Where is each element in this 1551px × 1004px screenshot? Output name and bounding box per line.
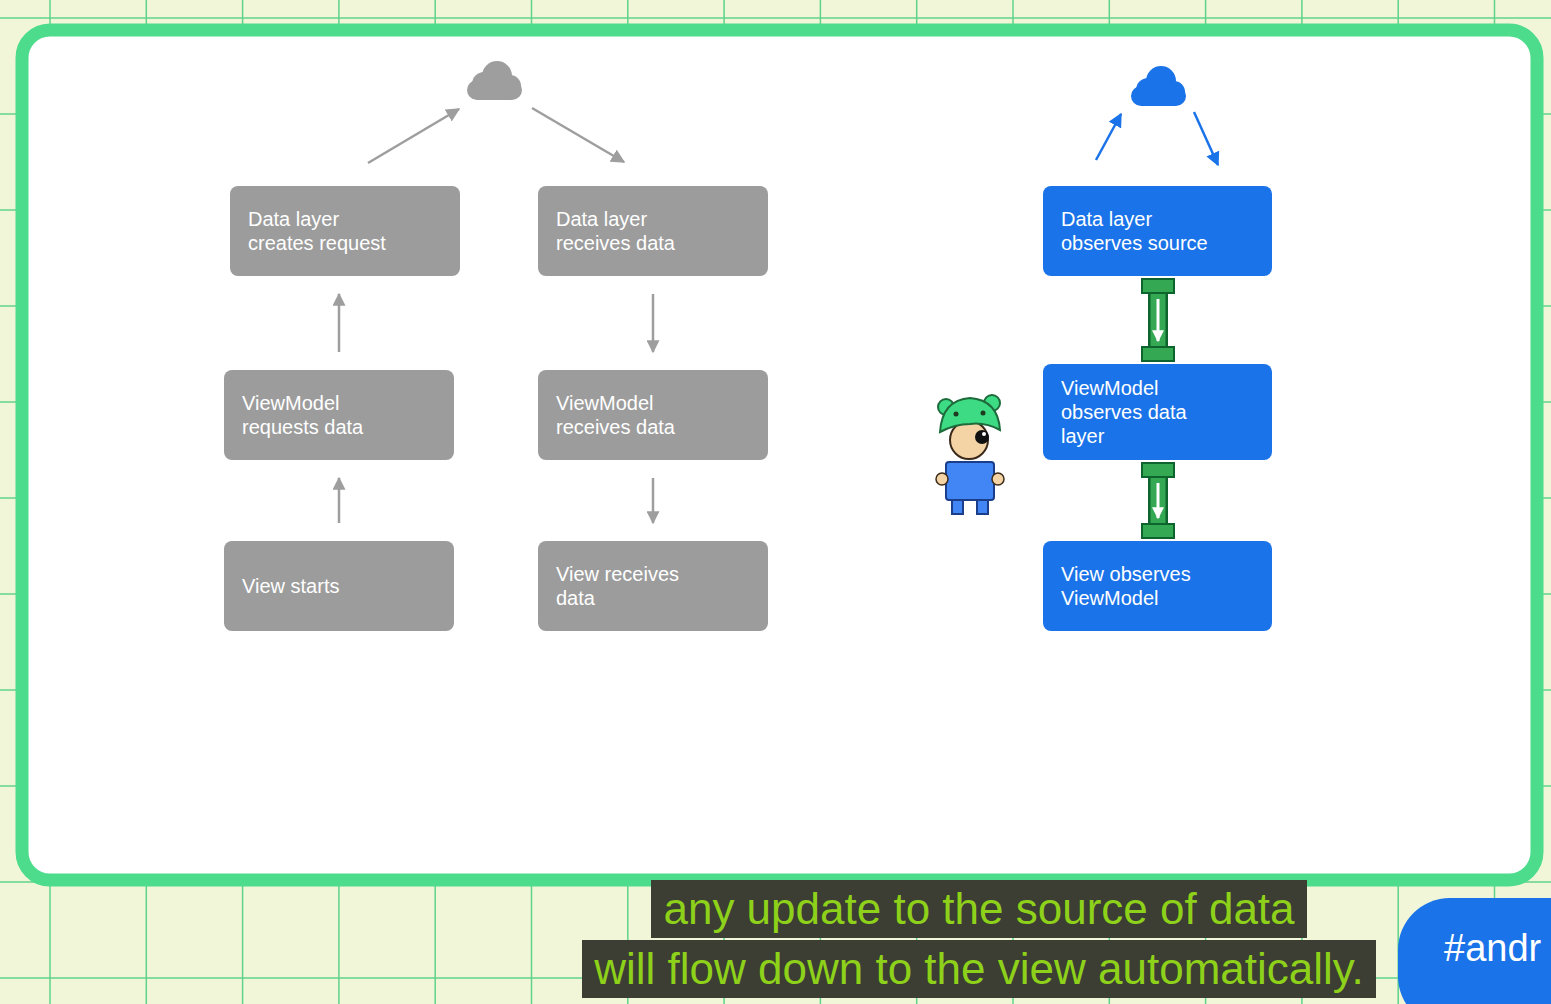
flow-arrow bbox=[1157, 483, 1160, 518]
flow-arrow bbox=[1157, 299, 1160, 341]
arrow-line bbox=[338, 294, 341, 352]
subtitle-line: any update to the source of data bbox=[651, 880, 1306, 938]
process-box: Data layer creates request bbox=[230, 186, 460, 276]
cloud-arrow bbox=[1194, 112, 1218, 165]
arrow-line bbox=[652, 478, 655, 523]
box-label: ViewModel receives data bbox=[556, 391, 711, 439]
process-box: Data layer receives data bbox=[538, 186, 768, 276]
pipe-rim bbox=[1142, 463, 1174, 477]
cloud-arrow bbox=[1096, 114, 1121, 160]
arrow-line bbox=[652, 294, 655, 352]
cloud-arrow bbox=[532, 108, 624, 162]
arrow-line bbox=[338, 478, 341, 523]
hashtag-pill bbox=[1398, 898, 1551, 1004]
observer-box: Data layer observes source bbox=[1043, 186, 1272, 276]
cloud-icon bbox=[467, 61, 522, 100]
arrow-connector bbox=[339, 478, 340, 523]
box-label: View starts bbox=[242, 574, 397, 598]
arrow-connector bbox=[339, 294, 340, 352]
android-mascot bbox=[936, 395, 1004, 514]
pipe-connector bbox=[1142, 279, 1174, 361]
process-box: ViewModel requests data bbox=[224, 370, 454, 460]
arrow-connector bbox=[653, 478, 654, 523]
box-label: ViewModel observes data layer bbox=[1061, 376, 1216, 448]
process-box: View starts bbox=[224, 541, 454, 631]
subtitle-line: will flow down to the view automatically… bbox=[582, 940, 1376, 998]
pipe-rim bbox=[1142, 279, 1174, 293]
observer-box: ViewModel observes data layer bbox=[1043, 364, 1272, 460]
box-label: View observes ViewModel bbox=[1061, 562, 1216, 610]
box-label: Data layer creates request bbox=[248, 207, 403, 255]
box-label: Data layer receives data bbox=[556, 207, 711, 255]
pipe-rim bbox=[1142, 347, 1174, 361]
process-box: View receives data bbox=[538, 541, 768, 631]
box-label: Data layer observes source bbox=[1061, 207, 1216, 255]
pipe-rim bbox=[1142, 524, 1174, 538]
cloud-arrow bbox=[368, 109, 459, 163]
hashtag-text: #andr bbox=[1444, 924, 1541, 972]
box-label: View receives data bbox=[556, 562, 711, 610]
grid-line bbox=[0, 17, 1551, 19]
panel bbox=[22, 30, 1537, 880]
cloud-icon bbox=[1131, 66, 1186, 106]
arrow-connector bbox=[653, 294, 654, 352]
pipe-connector bbox=[1142, 463, 1174, 538]
box-label: ViewModel requests data bbox=[242, 391, 397, 439]
process-box: ViewModel receives data bbox=[538, 370, 768, 460]
observer-box: View observes ViewModel bbox=[1043, 541, 1272, 631]
